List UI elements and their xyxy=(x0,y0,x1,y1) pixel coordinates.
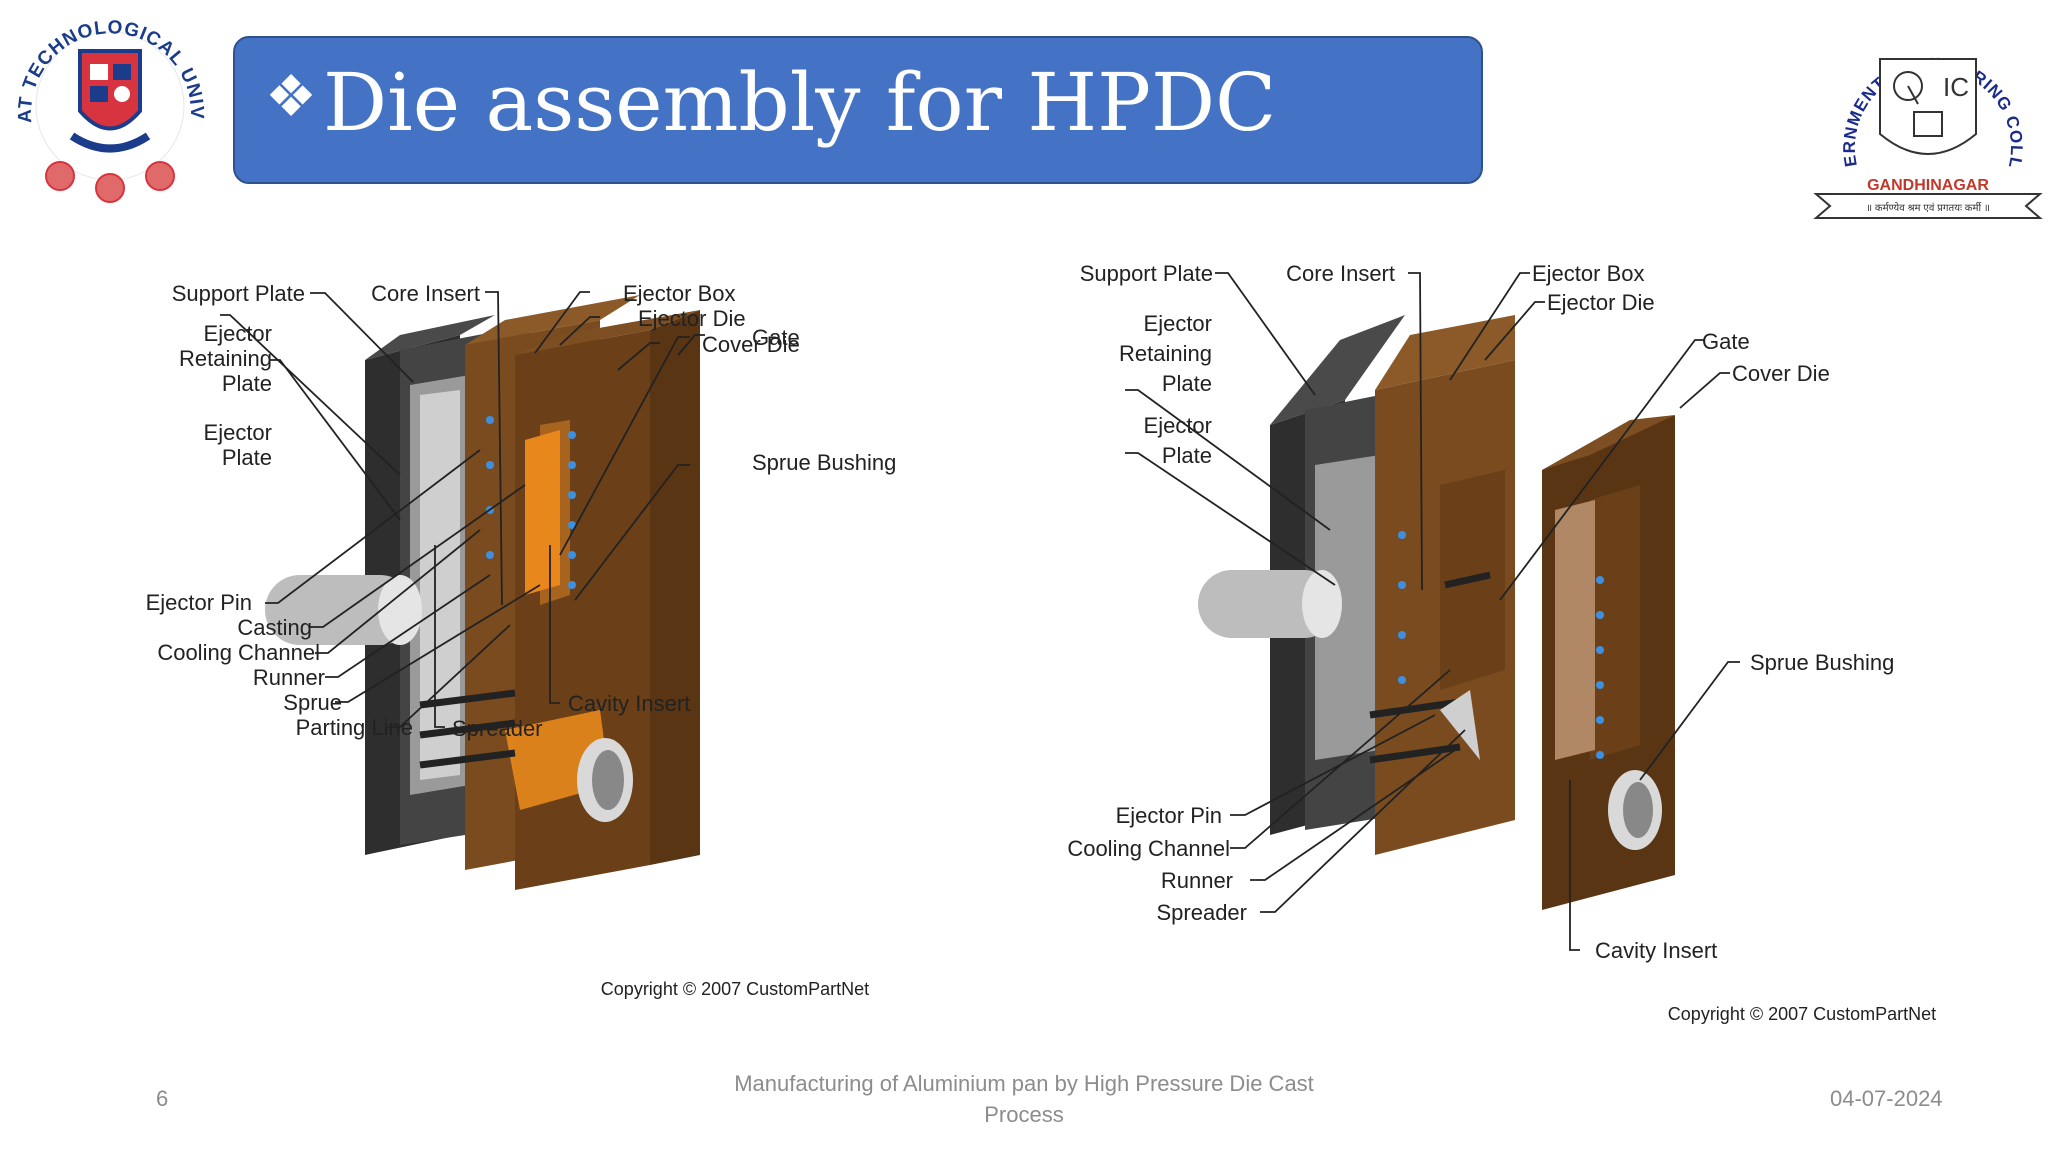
svg-text:IC: IC xyxy=(1943,72,1969,102)
left-diagram-copyright: Copyright © 2007 CustomPartNet xyxy=(601,979,869,999)
label-ejector-box: Ejector Box xyxy=(1532,261,1645,286)
die-assembly-open-diagram: Support Plate Core Insert Ejector Box Ej… xyxy=(1050,250,2010,1030)
label-sprue-bushing: Sprue Bushing xyxy=(1750,650,1894,675)
label-runner: Runner xyxy=(1161,868,1233,893)
label-support-plate: Support Plate xyxy=(1080,261,1213,286)
label-ejector-die: Ejector Die xyxy=(1547,290,1655,315)
label-gate: Gate xyxy=(1702,329,1750,354)
label-ejector-plate-1: Ejector xyxy=(1144,413,1212,438)
label-ejector-plate-2: Plate xyxy=(222,445,272,470)
label-ejector-retaining-2: Retaining xyxy=(179,346,272,371)
label-cover-die: Cover Die xyxy=(1732,361,1830,386)
die-assembly-closed-diagram: Support Plate Core Insert Ejector Box Ej… xyxy=(130,265,1000,1015)
gec-motto: ॥ कर्मण्येव श्रम एवं प्रगतयः कर्मी ॥ xyxy=(1866,202,1990,214)
label-cooling-channel: Cooling Channel xyxy=(157,640,320,665)
gec-logo: GOVERNMENT ENGINEERING COLLEGE IC GANDHI… xyxy=(1801,0,2048,224)
footer-text: Manufacturing of Aluminium pan by High P… xyxy=(624,1068,1424,1130)
label-runner: Runner xyxy=(253,665,325,690)
label-ejector-plate-2: Plate xyxy=(1162,443,1212,468)
gec-city: GANDHINAGAR xyxy=(1867,177,1989,194)
right-diagram-copyright: Copyright © 2007 CustomPartNet xyxy=(1668,1004,1936,1024)
label-ejector-pin: Ejector Pin xyxy=(1116,803,1222,828)
title-banner: ❖Die assembly for HPDC xyxy=(233,36,1483,184)
label-ejector-die: Ejector Die xyxy=(638,306,746,331)
label-ejector-box: Ejector Box xyxy=(623,281,736,306)
label-spreader: Spreader xyxy=(1156,900,1247,925)
diamond-bullet-icon: ❖ xyxy=(265,62,317,130)
footer-line-2: Process xyxy=(984,1102,1064,1127)
label-ejector-retaining-2: Retaining xyxy=(1119,341,1212,366)
label-ejector-retaining-3: Plate xyxy=(222,371,272,396)
label-casting: Casting xyxy=(237,615,312,640)
label-ejector-pin: Ejector Pin xyxy=(146,590,252,615)
label-cooling-channel: Cooling Channel xyxy=(1067,836,1230,861)
label-ejector-retaining-1: Ejector xyxy=(1144,311,1212,336)
slide-date: 04-07-2024 xyxy=(1830,1086,1943,1111)
label-sprue: Sprue xyxy=(283,690,342,715)
label-ejector-retaining-3: Plate xyxy=(1162,371,1212,396)
slide-title-text: Die assembly for HPDC xyxy=(323,56,1277,149)
label-spreader: Spreader xyxy=(452,716,543,741)
label-gate: Gate xyxy=(752,325,800,350)
label-core-insert: Core Insert xyxy=(1286,261,1395,286)
label-support-plate: Support Plate xyxy=(172,281,305,306)
label-core-insert: Core Insert xyxy=(371,281,480,306)
label-cavity-insert: Cavity Insert xyxy=(568,691,690,716)
label-sprue-bushing: Sprue Bushing xyxy=(752,450,896,475)
label-parting-line: Parting Line xyxy=(296,715,413,740)
slide-number: 6 xyxy=(156,1086,169,1111)
label-ejector-plate-1: Ejector xyxy=(204,420,272,445)
slide-title: ❖Die assembly for HPDC xyxy=(265,56,1276,149)
footer-line-1: Manufacturing of Aluminium pan by High P… xyxy=(734,1071,1314,1096)
label-cavity-insert: Cavity Insert xyxy=(1595,938,1717,963)
label-cover-die: Cover Die xyxy=(702,332,800,357)
label-ejector-retaining-1: Ejector xyxy=(204,321,272,346)
gtu-logo: GUJARAT TECHNOLOGICAL UNIVERSITY xyxy=(2,0,210,206)
